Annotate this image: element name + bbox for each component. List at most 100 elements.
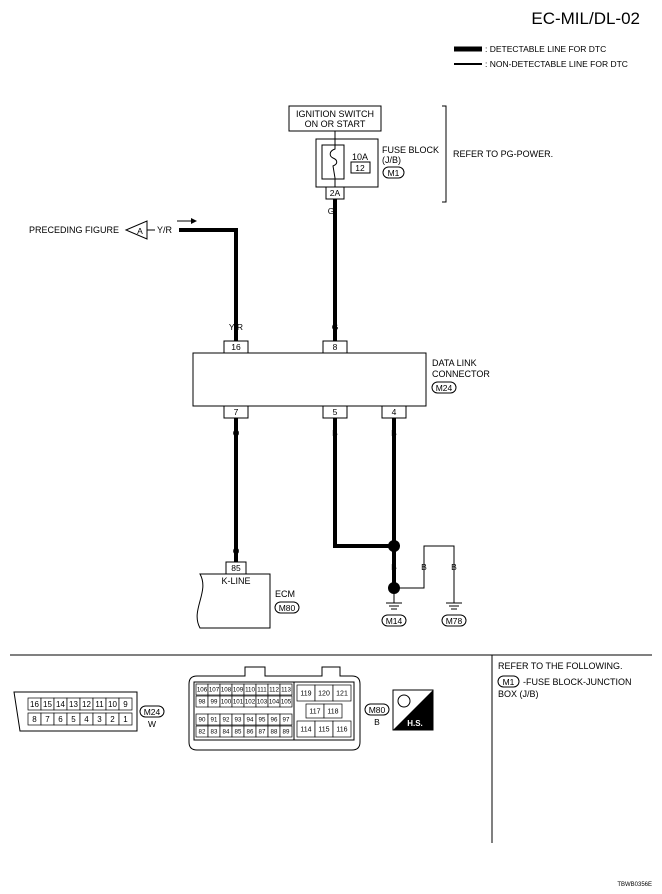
fuse-block-connector: M1	[388, 168, 400, 178]
m80-pin-92: 92	[223, 717, 230, 724]
dlc-connector: M24	[436, 383, 453, 393]
wire-o-label-bottom: O	[233, 546, 240, 556]
m24-connector: M24	[144, 707, 161, 717]
hs-label: H.S.	[407, 719, 423, 728]
ignition-label-line2: ON OR START	[305, 119, 366, 129]
refer-following-line1: REFER TO THE FOLLOWING.	[498, 661, 623, 671]
fuse-amps: 10A	[352, 152, 368, 162]
m24-pin-4: 4	[84, 715, 89, 724]
m24-pin-3: 3	[97, 715, 102, 724]
refer-following-line3: BOX (J/B)	[498, 689, 539, 699]
m80-pin-88: 88	[271, 729, 278, 736]
legend-detectable-label: : DETECTABLE LINE FOR DTC	[485, 44, 606, 54]
ecm-label: ECM	[275, 589, 295, 599]
m80-cell	[332, 684, 352, 702]
m80-pin-87: 87	[259, 729, 266, 736]
fuse-number: 12	[355, 163, 365, 173]
m24-pin-6: 6	[58, 715, 63, 724]
m80-pin-83: 83	[211, 729, 218, 736]
m80-pin-102: 102	[245, 699, 256, 706]
m80-cell	[323, 703, 343, 719]
diagram-code: TBWB0356E	[617, 882, 652, 888]
wire-o-label-top: O	[233, 428, 240, 438]
wire-b-pin5	[333, 418, 394, 548]
page-title: EC-MIL/DL-02	[531, 9, 640, 28]
refer-following-connector: M1	[503, 677, 515, 687]
m80-pin-103: 103	[257, 699, 268, 706]
m80-color: B	[374, 717, 380, 727]
ecm: 85 K-LINE ECM M80	[196, 561, 300, 629]
m80-pin-93: 93	[235, 717, 242, 724]
refer-following: REFER TO THE FOLLOWING. M1 -FUSE BLOCK-J…	[497, 661, 632, 699]
m80-pin-120: 120	[318, 691, 330, 698]
preceding-arrow-letter: A	[137, 226, 143, 236]
dlc-pin-5: 5	[333, 407, 338, 417]
m24-pin-9: 9	[123, 700, 128, 709]
m80-pin-84: 84	[223, 729, 230, 736]
dlc-label-line2: CONNECTOR	[432, 369, 490, 379]
ground-branch-wire	[394, 545, 455, 603]
m24-pin-11: 11	[95, 700, 104, 709]
m80-pin-105: 105	[281, 699, 292, 706]
preceding-figure-ref: PRECEDING FIGURE A Y/R	[29, 218, 197, 240]
wire-b-pin4-label: B	[391, 428, 397, 438]
m80-pin-116: 116	[336, 727, 347, 734]
m24-pin-16: 16	[30, 700, 39, 709]
ground-wire3-label: B	[451, 562, 457, 572]
m24-color: W	[148, 719, 156, 729]
m24-pin-1: 1	[123, 715, 128, 724]
refer-bracket	[442, 105, 447, 203]
m80-pin-114: 114	[300, 727, 311, 734]
m80-pin-108: 108	[221, 687, 232, 694]
m80-pin-98: 98	[199, 699, 206, 706]
legend-non-detectable-label: : NON-DETECTABLE LINE FOR DTC	[485, 59, 628, 69]
fuse-block-label: FUSE BLOCK	[382, 145, 439, 155]
m80-pin-90: 90	[199, 717, 206, 724]
ground-m14: M14	[381, 602, 407, 627]
m80-pin-89: 89	[283, 729, 290, 736]
dlc-pin-7: 7	[234, 407, 239, 417]
m80-pin-91: 91	[211, 717, 218, 724]
direction-arrow-icon	[191, 218, 197, 224]
m80-pin-82: 82	[199, 729, 206, 736]
fuse-icon	[329, 139, 338, 187]
m24-cell	[118, 697, 133, 711]
m80-pin-106: 106	[197, 687, 208, 694]
m80-cell	[279, 713, 293, 726]
m80-pin-117: 117	[309, 709, 320, 716]
m24-cell	[118, 712, 133, 726]
m24-pin-7: 7	[45, 715, 50, 724]
m80-cell	[279, 725, 293, 738]
m24-pin-15: 15	[43, 700, 52, 709]
dlc-pin-4: 4	[392, 407, 397, 417]
m80-pin-110: 110	[245, 687, 255, 694]
m80-pin-118: 118	[327, 709, 338, 716]
m80-pin-119: 119	[300, 691, 311, 698]
m80-pin-94: 94	[247, 717, 254, 724]
preceding-figure-label: PRECEDING FIGURE	[29, 225, 119, 235]
fuse-block-jb-label: (J/B)	[382, 155, 401, 165]
ground-wire1-label: B	[391, 562, 397, 572]
m80-pin-97: 97	[283, 717, 290, 724]
m24-pin-5: 5	[71, 715, 76, 724]
m80-pin-107: 107	[209, 687, 220, 694]
m80-cell	[279, 683, 293, 696]
dlc-label-line1: DATA LINK	[432, 358, 477, 368]
wire-g-label-top: G	[328, 206, 335, 216]
m80-connector: M80	[369, 705, 386, 715]
m80-pin-104: 104	[269, 699, 280, 706]
ground-m78-label: M78	[446, 616, 463, 626]
m24-pin-2: 2	[110, 715, 115, 724]
m80-pin-86: 86	[247, 729, 254, 736]
ecm-connector: M80	[279, 603, 296, 613]
m80-pin-85: 85	[235, 729, 242, 736]
m80-cell	[279, 695, 293, 708]
ignition-switch: IGNITION SWITCH ON OR START	[288, 105, 382, 132]
m80-pin-112: 112	[269, 687, 279, 694]
m80-pin-111: 111	[257, 687, 267, 694]
m80-pin-113: 113	[281, 687, 291, 694]
preceding-wire-color: Y/R	[157, 225, 173, 235]
